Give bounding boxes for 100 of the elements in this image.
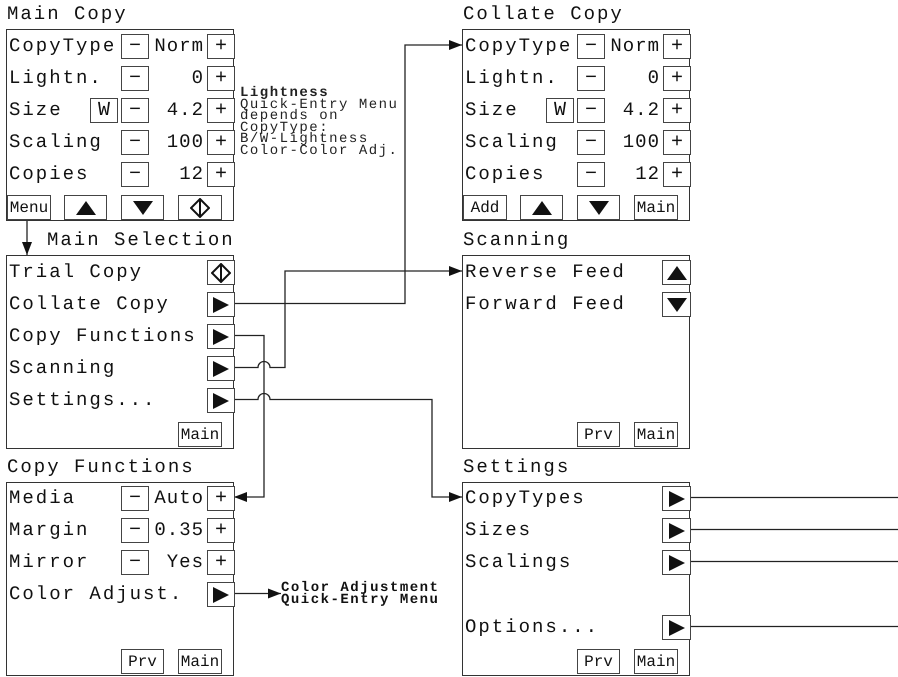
right-arrow-button — [207, 582, 235, 607]
setting-value: 4.2 — [166, 99, 204, 121]
setting-label: Size — [9, 99, 63, 121]
previous-button: Prv — [577, 422, 620, 447]
setting-value: Yes — [166, 551, 204, 573]
minus-button: − — [121, 518, 149, 543]
setting-label: Lightn. — [465, 67, 559, 89]
setting-label: Margin — [9, 519, 90, 541]
main-button: Main — [634, 195, 678, 220]
setting-value: 12 — [179, 163, 204, 185]
plus-button: + — [663, 130, 691, 155]
minus-button: − — [577, 98, 605, 123]
down-arrow-button — [577, 195, 620, 220]
main-button: Main — [634, 649, 678, 674]
setting-label: Mirror — [9, 551, 90, 573]
setting-value: Auto — [154, 487, 204, 509]
setting-label: CopyType — [465, 35, 572, 57]
setting-label: Size — [465, 99, 519, 121]
arrow — [234, 334, 265, 502]
setting-label: Copies — [465, 163, 546, 185]
right-arrow-button — [207, 388, 235, 413]
main-button: Main — [178, 422, 222, 447]
main-button: Main — [634, 422, 678, 447]
setting-label: Color Adjust. — [9, 583, 184, 605]
minus-button: − — [577, 162, 605, 187]
plus-button: + — [207, 162, 235, 187]
minus-button: − — [121, 162, 149, 187]
previous-button: Prv — [577, 649, 620, 674]
setting-label: Lightn. — [9, 67, 103, 89]
menu-item-label: Settings... — [9, 389, 156, 411]
minus-button: − — [121, 130, 149, 155]
arrow — [234, 393, 462, 502]
menu-item-label: Scalings — [465, 551, 572, 573]
plus-button: + — [207, 130, 235, 155]
connector-line — [690, 626, 898, 628]
menu-item-label: Trial Copy — [9, 261, 144, 283]
setting-label: CopyType — [9, 35, 116, 57]
plus-button: + — [207, 34, 235, 59]
add-button: Add — [463, 195, 507, 220]
down-arrow-button — [121, 195, 164, 220]
diamond-symbol-button — [178, 195, 222, 220]
menu-reference-text: Color Adjustment Quick-Entry Menu — [281, 582, 451, 606]
arrow — [234, 266, 462, 368]
arrow — [234, 588, 281, 598]
width-button: W — [546, 98, 574, 123]
plus-button: + — [207, 486, 235, 511]
menu-item-label: Reverse Feed — [465, 261, 626, 283]
plus-button: + — [663, 66, 691, 91]
minus-button: − — [577, 66, 605, 91]
screen-title: Main Copy — [7, 3, 128, 25]
main-button: Main — [178, 649, 222, 674]
arrow — [22, 219, 32, 255]
plus-button: + — [207, 66, 235, 91]
setting-value: Norm — [154, 35, 204, 57]
minus-button: − — [577, 34, 605, 59]
up-arrow-button — [64, 195, 107, 220]
setting-label: Copies — [9, 163, 90, 185]
minus-button: − — [121, 550, 149, 575]
menu-button: Menu — [7, 195, 51, 220]
up-arrow-button — [520, 195, 563, 220]
plus-button: + — [207, 550, 235, 575]
right-arrow-button — [662, 518, 691, 543]
plus-button: + — [663, 98, 691, 123]
setting-label: Scaling — [9, 131, 103, 153]
right-arrow-button — [662, 486, 691, 511]
right-arrow-button — [207, 292, 235, 317]
menu-item-label: Sizes — [465, 519, 532, 541]
plus-button: + — [207, 518, 235, 543]
setting-value: 0 — [192, 67, 204, 89]
menu-item-label: Options... — [465, 616, 600, 638]
setting-label: Media — [9, 487, 76, 509]
right-arrow-button — [662, 615, 691, 640]
setting-value: Norm — [610, 35, 660, 57]
right-arrow-button — [662, 550, 691, 575]
screen-title: Collate Copy — [463, 3, 624, 25]
setting-value: 12 — [635, 163, 660, 185]
setting-value: 100 — [166, 131, 204, 153]
menu-item-label: Scanning — [9, 357, 116, 379]
minus-button: − — [121, 98, 149, 123]
minus-button: − — [577, 130, 605, 155]
setting-value: 4.2 — [622, 99, 660, 121]
screen-title: Settings — [463, 456, 570, 478]
up-arrow-button — [662, 260, 691, 285]
setting-value: 0 — [648, 67, 660, 89]
arrow — [234, 40, 462, 304]
menu-item-label: Copy Functions — [9, 325, 197, 347]
diamond-symbol-button — [207, 260, 235, 285]
plus-button: + — [663, 34, 691, 59]
setting-value: 0.35 — [154, 519, 204, 541]
menu-item-label: Collate Copy — [9, 293, 170, 315]
screen-title: Main Selection — [47, 229, 235, 251]
menu-item-label: Forward Feed — [465, 293, 626, 315]
connector-line — [690, 496, 898, 498]
right-arrow-button — [207, 356, 235, 381]
previous-button: Prv — [121, 649, 164, 674]
screen-title: Scanning — [463, 229, 570, 251]
minus-button: − — [121, 34, 149, 59]
setting-value: 100 — [622, 131, 660, 153]
connector-line — [690, 560, 898, 562]
width-button: W — [90, 98, 118, 123]
